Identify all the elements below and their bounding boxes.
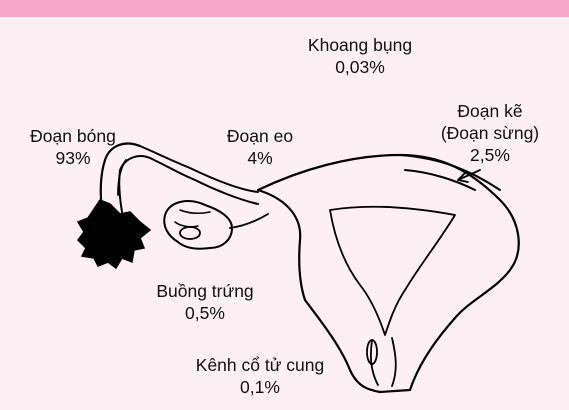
label-interstitial-name: Đoạn kẽ bbox=[420, 100, 560, 122]
label-cervix-value: 0,1% bbox=[170, 376, 350, 398]
label-cervix: Kênh cổ tử cung 0,1% bbox=[170, 354, 350, 398]
label-abdominal: Khoang bụng 0,03% bbox=[280, 34, 440, 78]
ovarian-ligament bbox=[230, 214, 268, 228]
label-interstitial: Đoạn kẽ (Đoạn sừng) 2,5% bbox=[420, 100, 560, 166]
label-interstitial-value: 2,5% bbox=[420, 144, 560, 166]
label-interstitial-name2: (Đoạn sừng) bbox=[420, 122, 560, 144]
ovary bbox=[164, 201, 232, 249]
label-isthmus-name: Đoạn eo bbox=[200, 125, 320, 147]
label-ampulla-name: Đoạn bóng bbox=[8, 125, 138, 147]
ectopic-pregnancy-diagram: Khoang bụng 0,03% Đoạn bóng 93% Đoạn eo … bbox=[0, 17, 569, 410]
label-isthmus-value: 4% bbox=[200, 147, 320, 169]
label-abdominal-value: 0,03% bbox=[280, 56, 440, 78]
fimbriae bbox=[78, 200, 150, 268]
label-ovary-name: Buồng trứng bbox=[130, 280, 280, 302]
label-ampulla: Đoạn bóng 93% bbox=[8, 125, 138, 169]
label-abdominal-name: Khoang bụng bbox=[280, 34, 440, 56]
ovarian-follicle bbox=[180, 227, 200, 239]
label-ampulla-value: 93% bbox=[8, 147, 138, 169]
top-accent-bar bbox=[0, 0, 569, 17]
label-cervix-name: Kênh cổ tử cung bbox=[170, 354, 350, 376]
label-ovary: Buồng trứng 0,5% bbox=[130, 280, 280, 324]
label-ovary-value: 0,5% bbox=[130, 302, 280, 324]
uterine-cavity bbox=[330, 207, 455, 335]
label-isthmus: Đoạn eo 4% bbox=[200, 125, 320, 169]
